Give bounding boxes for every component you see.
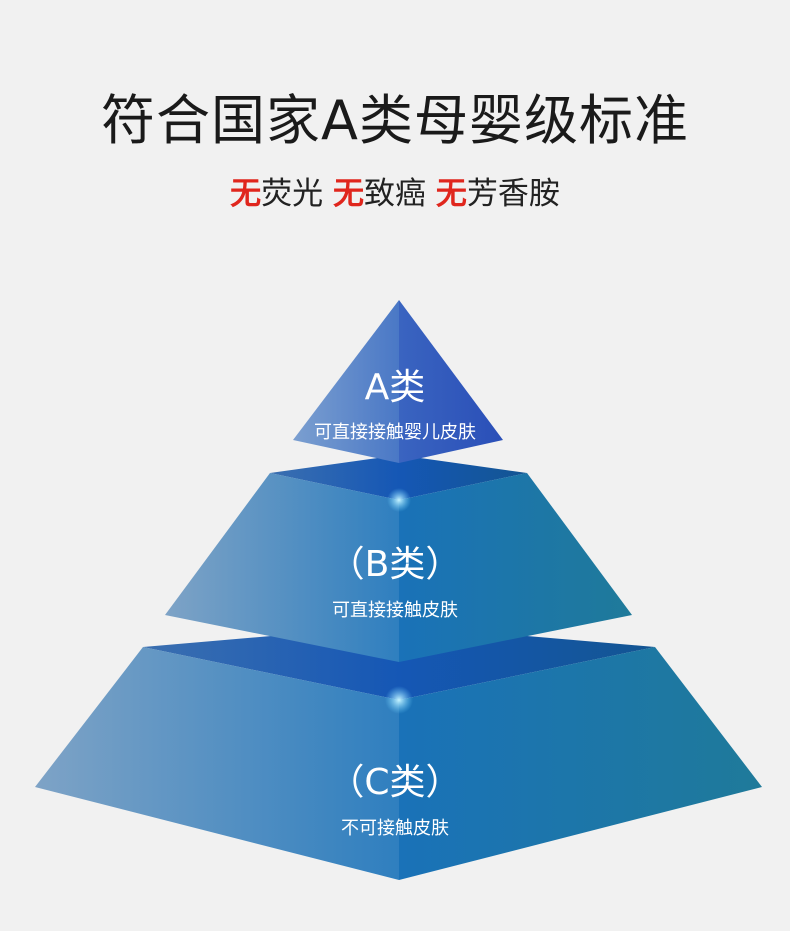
subtitle: 无荧光 无致癌 无芳香胺 [0, 168, 790, 213]
tier-a-name: A类 [364, 367, 426, 408]
no-item-3: 芳香胺 [466, 176, 560, 212]
tier-c-desc: 不可接触皮肤 [341, 818, 449, 839]
tier-a-desc: 可直接接触婴儿皮肤 [314, 422, 476, 443]
no-label-2: 无 [333, 176, 364, 212]
tier-b-name: （B类） [328, 544, 462, 585]
page-title: 符合国家A类母婴级标准 [101, 89, 689, 152]
no-item-1: 荧光 [261, 176, 324, 212]
tier-c-shape [35, 625, 762, 880]
no-label-1: 无 [230, 176, 262, 212]
no-item-2: 致癌 [364, 176, 426, 212]
tier-b-desc: 可直接接触皮肤 [332, 600, 458, 621]
no-label-3: 无 [435, 176, 467, 212]
tier-a-shape [293, 300, 503, 463]
tier-c-name: （C类） [328, 762, 462, 803]
tier-b-shape [165, 455, 632, 662]
